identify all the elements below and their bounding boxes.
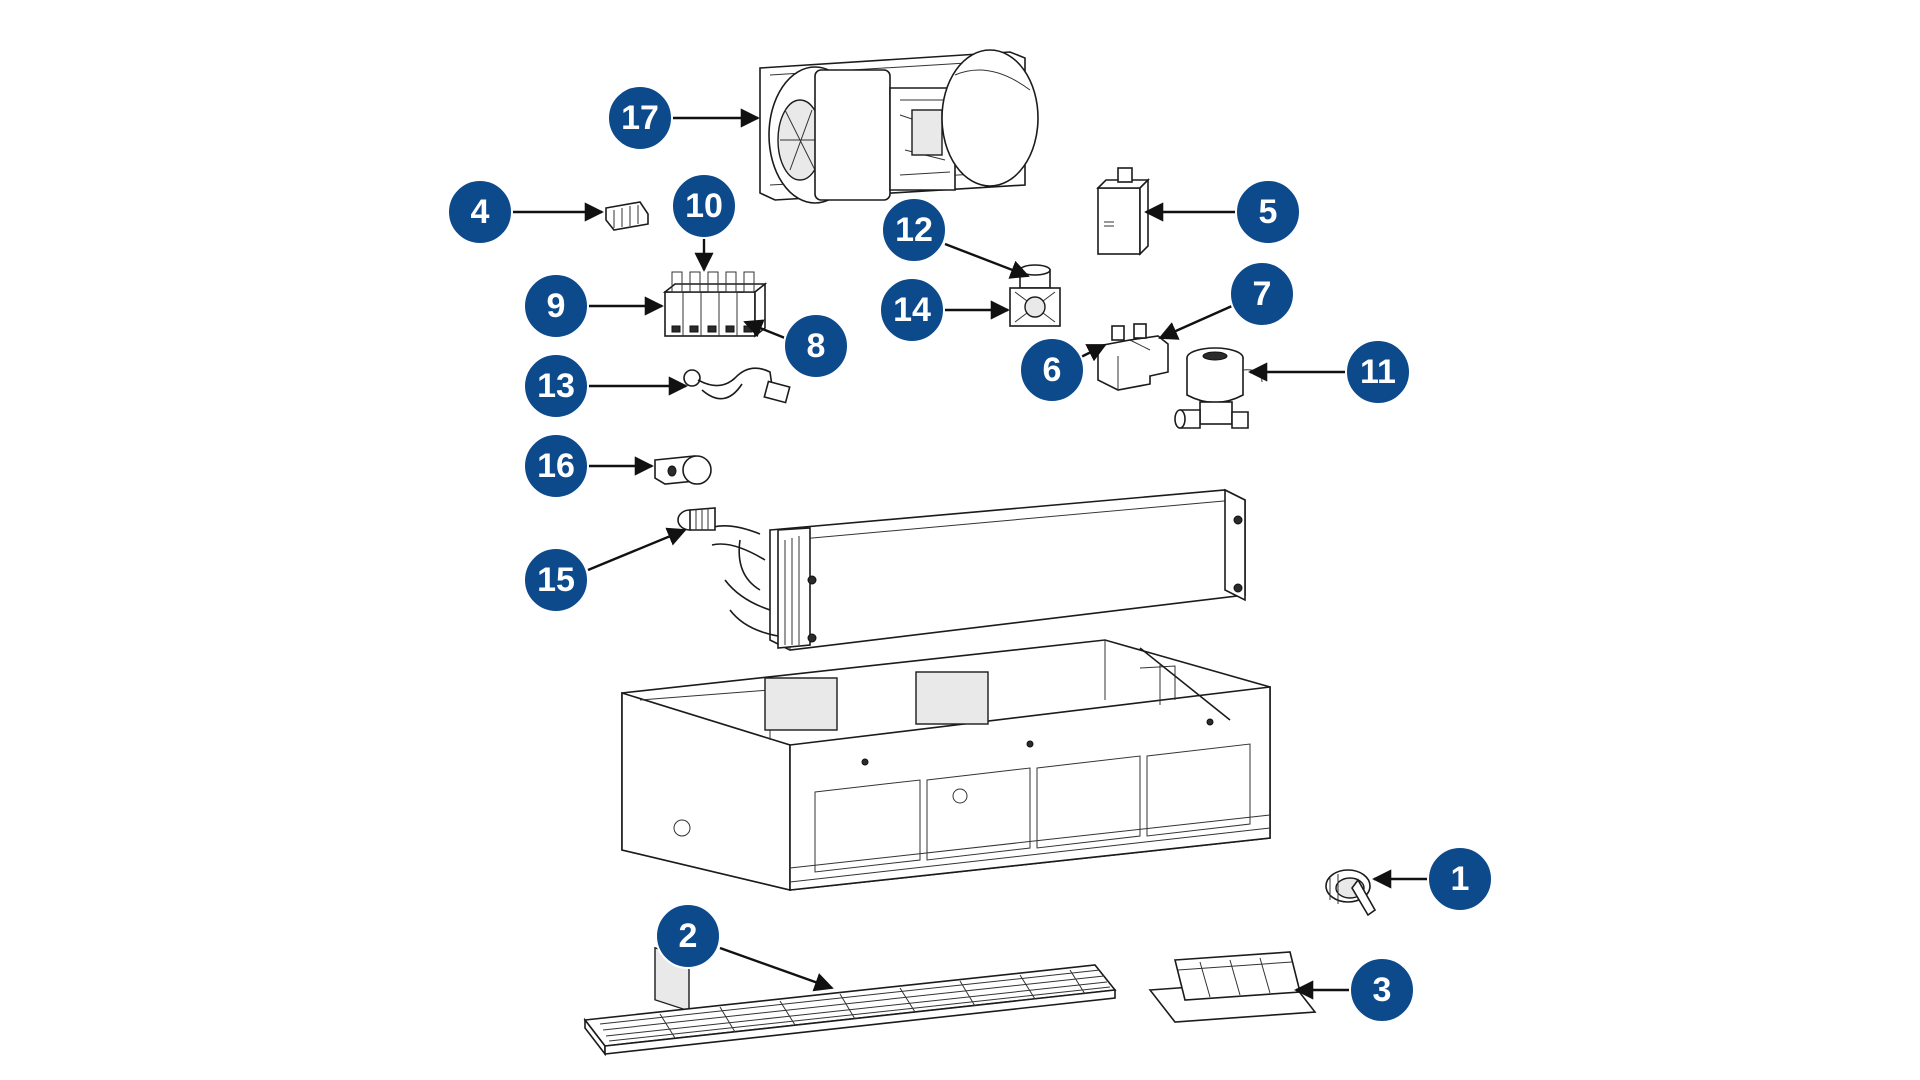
callout-7-label: 7 [1253,275,1272,313]
expansion-valve [654,455,712,485]
switch-assembly [1009,264,1061,327]
fitting [677,507,716,531]
callout-1: 1 [1427,846,1493,912]
filter-grille [583,964,1117,1057]
resistor [1096,167,1150,256]
evaporator-coil [704,488,1246,651]
callout-16-label: 16 [537,447,575,485]
callout-9: 9 [523,273,589,339]
callout-1-circle [1427,846,1493,912]
callout-14-label: 14 [893,291,931,329]
callout-14: 14 [879,277,945,343]
callout-5-label: 5 [1259,193,1278,231]
callout-15: 15 [523,547,589,613]
callout-8: 8 [783,313,849,379]
callout-3-label: 3 [1373,971,1392,1009]
callout-7: 7 [1229,261,1295,327]
callout-11-circle [1345,339,1411,405]
callout-9-label: 9 [547,287,566,325]
callout-17-label: 17 [621,99,659,137]
leader-7 [1158,304,1233,340]
callout-17: 17 [607,85,673,151]
callout-2-label: 2 [679,917,698,955]
callout-10: 10 [671,173,737,239]
callout-badges: 17 4 10 9 8 12 14 5 [447,85,1493,1023]
callout-2: 2 [655,903,721,969]
callout-7-circle [1229,261,1295,327]
callout-9-circle [523,273,589,339]
callout-13: 13 [523,353,589,419]
leader-12 [944,242,1030,279]
callout-16: 16 [523,433,589,499]
leader-15 [587,527,687,572]
callout-10-circle [671,173,737,239]
relay-pair [1097,323,1169,391]
unit-housing [621,639,1271,1012]
rotary-knob [1325,869,1377,917]
callout-13-label: 13 [537,367,575,405]
callout-12: 12 [881,197,947,263]
callout-5: 5 [1235,179,1301,245]
vent-louver [1148,951,1317,1023]
callout-15-label: 15 [537,561,575,599]
callout-3-circle [1349,957,1415,1023]
callout-11-label: 11 [1360,353,1396,391]
thermostat-probe [683,367,791,404]
callout-12-label: 12 [895,211,933,249]
callout-12-circle [881,197,947,263]
leader-8 [743,319,791,342]
callout-15-circle [523,547,589,613]
callout-1-label: 1 [1451,860,1470,898]
callout-13-circle [523,353,589,419]
callout-3: 3 [1349,957,1415,1023]
callout-4-circle [447,179,513,245]
callout-5-circle [1235,179,1301,245]
relay-block [662,271,768,338]
solenoid-valve [1174,347,1263,429]
callout-14-circle [879,277,945,343]
callout-2-circle [655,903,721,969]
callout-10-label: 10 [685,187,723,225]
connector [605,201,649,231]
callout-8-label: 8 [807,327,826,365]
callout-6: 6 [1019,337,1085,403]
leader-2 [719,946,834,992]
blower-assembly [759,49,1039,204]
callout-16-circle [523,433,589,499]
callout-17-circle [607,85,673,151]
callout-4-label: 4 [471,193,490,231]
callout-4: 4 [447,179,513,245]
callout-6-label: 6 [1043,351,1062,389]
callout-11: 11 [1345,339,1411,405]
callout-6-circle [1019,337,1085,403]
callout-8-circle [783,313,849,379]
